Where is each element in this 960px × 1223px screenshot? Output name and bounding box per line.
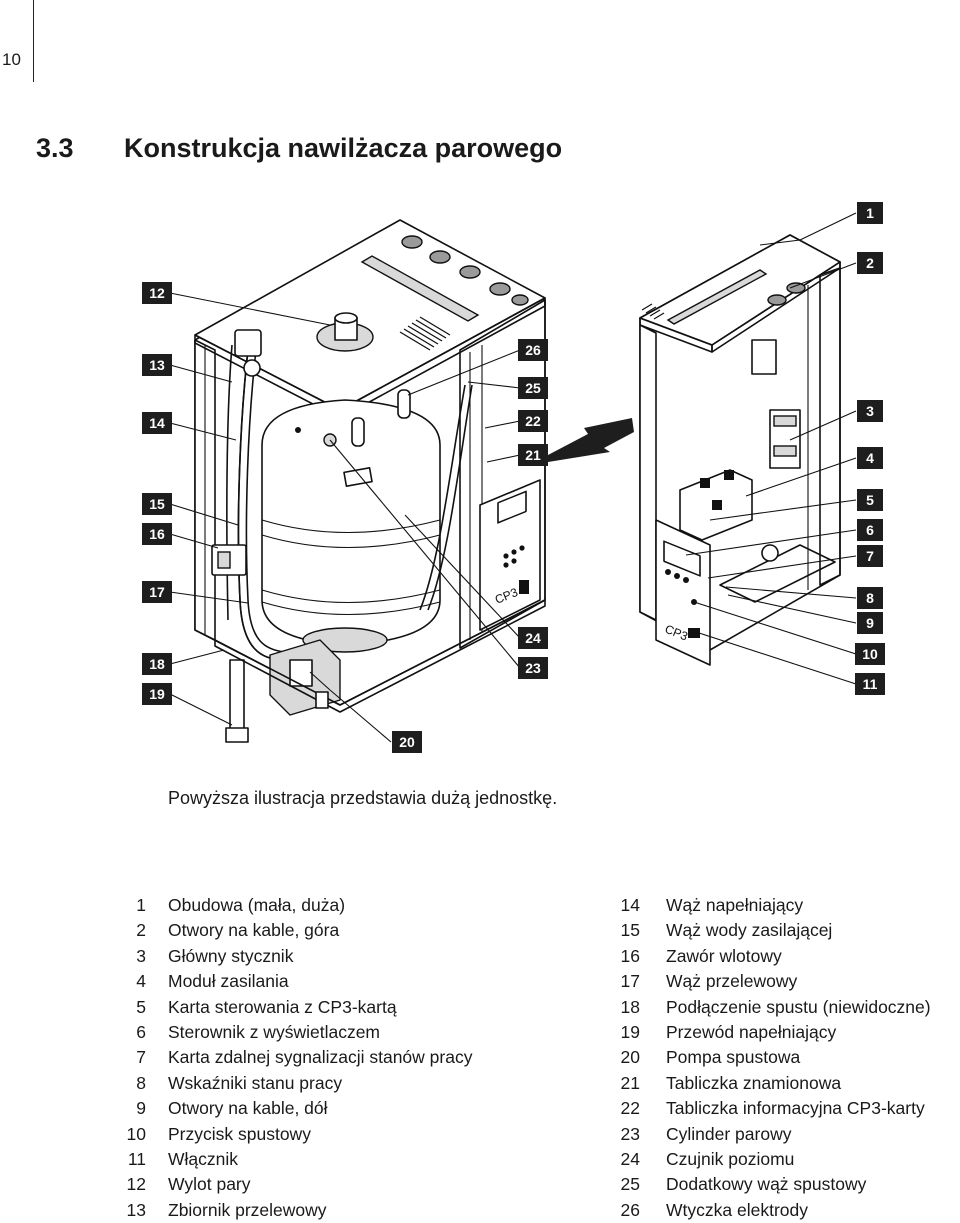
section-heading: 3.3 Konstrukcja nawilżacza parowego [36,133,562,164]
svg-text:1: 1 [866,205,874,221]
callout-25: 25 [518,377,548,399]
callout-20: 20 [392,731,422,753]
left-unit-drawing: CP3 [194,219,546,743]
callout-5: 5 [857,489,883,511]
page-number: 10 [2,50,21,69]
right-unit-drawing: CP3 [639,234,841,666]
callout-13: 13 [142,354,172,376]
svg-text:8: 8 [866,590,874,606]
margin-rule [33,0,34,82]
svg-text:24: 24 [525,630,541,646]
callout-10: 10 [855,643,885,665]
svg-text:11: 11 [863,676,878,692]
svg-text:21: 21 [525,447,541,463]
callout-12: 12 [142,282,172,304]
callout-2: 2 [857,252,883,274]
svg-text:10: 10 [862,646,878,662]
svg-text:22: 22 [525,413,541,429]
svg-text:17: 17 [149,584,165,600]
svg-text:23: 23 [525,660,541,676]
callout-17: 17 [142,581,172,603]
svg-text:4: 4 [866,450,874,466]
figure-caption: Powyższa ilustracja przedstawia dużą jed… [168,788,558,808]
callout-18: 18 [142,653,172,675]
svg-text:25: 25 [525,380,541,396]
callout-1: 1 [857,202,883,224]
svg-text:26: 26 [525,342,541,358]
leader-lines [169,212,857,743]
callout-23: 23 [518,657,548,679]
callout-14: 14 [142,412,172,434]
svg-text:19: 19 [149,686,165,702]
svg-text:18: 18 [149,656,165,672]
callout-6: 6 [857,519,883,541]
svg-text:16: 16 [149,526,165,542]
svg-text:3: 3 [866,403,874,419]
callout-15: 15 [142,493,172,515]
svg-text:20: 20 [399,734,415,750]
callout-9: 9 [857,612,883,634]
svg-text:7: 7 [866,548,874,564]
callout-11: 11 [855,673,885,695]
callout-26: 26 [518,339,548,361]
svg-text:15: 15 [149,496,165,512]
callout-16: 16 [142,523,172,545]
direction-arrow [548,418,634,462]
humidifier-construction-figure: CP3 [142,202,885,753]
callout-7: 7 [857,545,883,567]
callout-3: 3 [857,400,883,422]
callout-4: 4 [857,447,883,469]
section-title: Konstrukcja nawilżacza parowego [124,133,563,163]
svg-text:5: 5 [866,492,874,508]
callout-22: 22 [518,410,548,432]
callout-24: 24 [518,627,548,649]
callout-21: 21 [518,444,548,466]
svg-text:14: 14 [149,415,165,431]
svg-text:12: 12 [149,285,165,301]
callout-19: 19 [142,683,172,705]
section-number: 3.3 [36,133,74,163]
svg-text:13: 13 [149,357,165,373]
svg-text:2: 2 [866,255,874,271]
callout-8: 8 [857,587,883,609]
svg-text:9: 9 [866,615,874,631]
svg-text:6: 6 [866,522,874,538]
